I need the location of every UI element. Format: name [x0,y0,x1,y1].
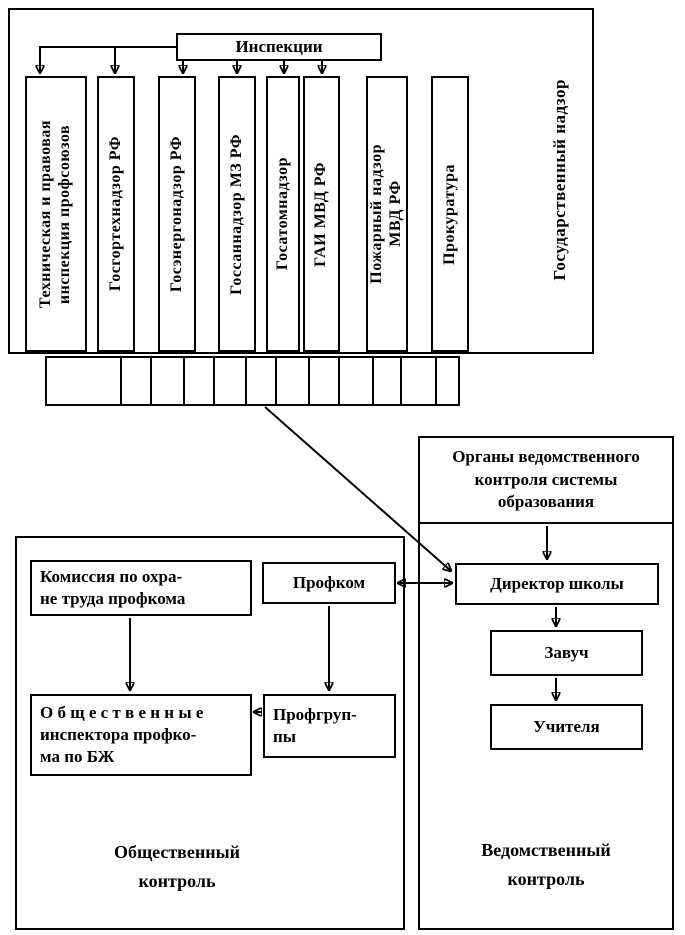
strip-divider [435,358,437,404]
inspections-label: Инспекции [235,36,323,56]
strip-divider [308,358,310,404]
agency-trade-union-inspection: Техническая и правовая инспекция профсою… [25,76,87,352]
state-supervision-group: Инспекции Техническая и правовая инспекц… [8,8,594,354]
agency-gai-mvd: ГАИ МВД РФ [303,76,340,352]
director-label: Директор школы [490,573,624,593]
strip-divider [275,358,277,404]
teachers-label: Учителя [533,716,600,736]
agency-gossannadzor: Госсаннадзор МЗ РФ [218,76,256,352]
strip-divider [372,358,374,404]
departmental-control-group: Органы ведомственного контроля системы о… [418,436,674,930]
strip-divider [245,358,247,404]
public-inspectors-label: О б щ е с т в е н н ы е инспектора профк… [40,702,204,767]
agency-trade-union-inspection-label: Техническая и правовая инспекция профсою… [37,119,73,309]
public-control-group: Комиссия по охра- не труда профкома Проф… [15,536,405,930]
agency-gosgortekhnadzor-label: Госгортехнадзор РФ [106,136,124,292]
inspections-box: Инспекции [176,33,382,61]
profkom-label: Профком [292,572,366,592]
departmental-control-label-text: Ведомственный контроль [481,840,611,889]
profkom-box: Профком [262,562,396,604]
agency-fire-supervision-label: Пожарный надзор МВД РФ [368,144,404,284]
departmental-control-label: Ведомственный контроль [420,836,672,894]
links-strip [45,356,460,406]
agency-gosgortekhnadzor: Госгортехнадзор РФ [97,76,135,352]
head-teacher-label: Завуч [544,642,589,662]
profgroups-label: Профгруп- пы [273,704,357,746]
agency-gossannadzor-label: Госсаннадзор МЗ РФ [227,133,245,295]
public-inspectors-box: О б щ е с т в е н н ы е инспектора профк… [30,694,252,776]
agency-gosenergonadzor-label: Госэнергонадзор РФ [167,135,185,293]
public-control-label-text: Общественный контроль [113,842,241,891]
agency-gai-mvd-label: ГАИ МВД РФ [312,161,330,267]
public-control-label: Общественный контроль [17,838,337,896]
strip-divider [183,358,185,404]
agency-gosenergonadzor: Госэнергонадзор РФ [158,76,196,352]
profgroups-box: Профгруп- пы [263,694,396,758]
agency-prosecutors-office-label: Прокуратура [440,163,458,265]
head-teacher-box: Завуч [490,630,643,676]
departmental-header-label: Органы ведомственного контроля системы о… [452,446,640,512]
strip-divider [338,358,340,404]
strip-divider [400,358,402,404]
strip-divider [120,358,122,404]
state-supervision-label-wrap: Государственный надзор [530,15,590,345]
strip-divider [213,358,215,404]
teachers-box: Учителя [490,704,643,750]
agency-gosatomnadzor: Госатомнадзор [266,76,300,352]
director-box: Директор школы [455,563,659,605]
commission-box: Комиссия по охра- не труда профкома [30,560,252,616]
commission-label: Комиссия по охра- не труда профкома [40,566,186,608]
agency-gosatomnadzor-label: Госатомнадзор [273,157,291,271]
strip-divider [150,358,152,404]
state-supervision-label: Государственный надзор [549,79,569,281]
agency-prosecutors-office: Прокуратура [431,76,469,352]
agency-fire-supervision: Пожарный надзор МВД РФ [366,76,408,352]
departmental-header-box: Органы ведомственного контроля системы о… [420,438,672,524]
